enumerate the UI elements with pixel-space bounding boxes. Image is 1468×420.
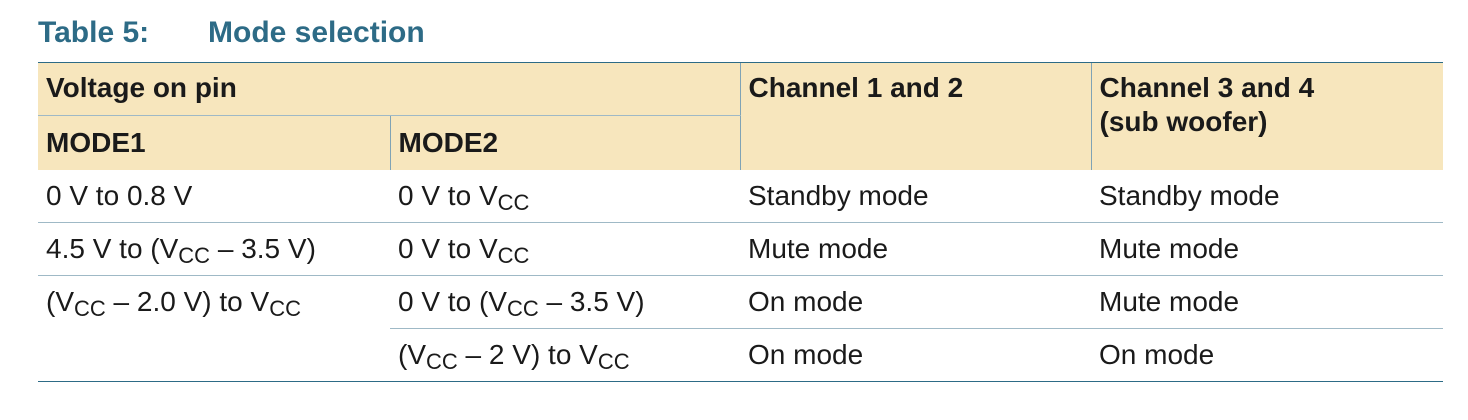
table-top-rule	[38, 62, 1443, 63]
cell-channel-1-2: Standby mode	[740, 170, 1091, 223]
cell-channel-3-4: On mode	[1091, 328, 1443, 382]
cell-mode2: 0 V to VCC	[390, 222, 740, 276]
header-channel-1-2: Channel 1 and 2	[739, 63, 1091, 170]
cell-mode2: 0 V to (VCC – 3.5 V)	[390, 275, 740, 329]
mode-selection-table: Voltage on pin Channel 1 and 2 Channel 3…	[38, 63, 1443, 382]
cell-channel-3-4: Standby mode	[1091, 170, 1443, 223]
table-row: 4.5 V to (VCC – 3.5 V) 0 V to VCC Mute m…	[38, 222, 1443, 276]
cell-mode2: (VCC – 2 V) to VCC	[390, 328, 740, 382]
cell-mode1: (VCC – 2.0 V) to VCC	[38, 275, 390, 382]
header-channel-3-4-line2: (sub woofer)	[1099, 106, 1268, 137]
cell-channel-3-4: Mute mode	[1091, 275, 1443, 329]
cell-channel-1-2: Mute mode	[740, 222, 1091, 276]
table-caption: Table 5: Mode selection	[38, 16, 425, 50]
header-channel-3-4: Channel 3 and 4 (sub woofer)	[1090, 63, 1443, 170]
header-voltage-on-pin: Voltage on pin	[38, 63, 740, 116]
caption-title: Mode selection	[208, 16, 425, 49]
cell-mode2: 0 V to VCC	[390, 170, 740, 223]
cell-channel-1-2: On mode	[740, 275, 1091, 329]
cell-mode1: 4.5 V to (VCC – 3.5 V)	[38, 222, 390, 276]
header-mode1: MODE1	[38, 115, 390, 170]
caption-number: Table 5:	[38, 16, 150, 49]
table-row: 0 V to 0.8 V 0 V to VCC Standby mode Sta…	[38, 170, 1443, 223]
header-mode2: MODE2	[389, 115, 740, 170]
cell-channel-1-2: On mode	[740, 328, 1091, 382]
table-row: (VCC – 2.0 V) to VCC 0 V to (VCC – 3.5 V…	[38, 275, 1443, 382]
cell-channel-3-4: Mute mode	[1091, 222, 1443, 276]
table-row: (VCC – 2 V) to VCC On mode On mode	[38, 328, 1443, 382]
header-channel-3-4-line1: Channel 3 and 4	[1099, 72, 1315, 103]
cell-mode1: 0 V to 0.8 V	[38, 170, 390, 223]
